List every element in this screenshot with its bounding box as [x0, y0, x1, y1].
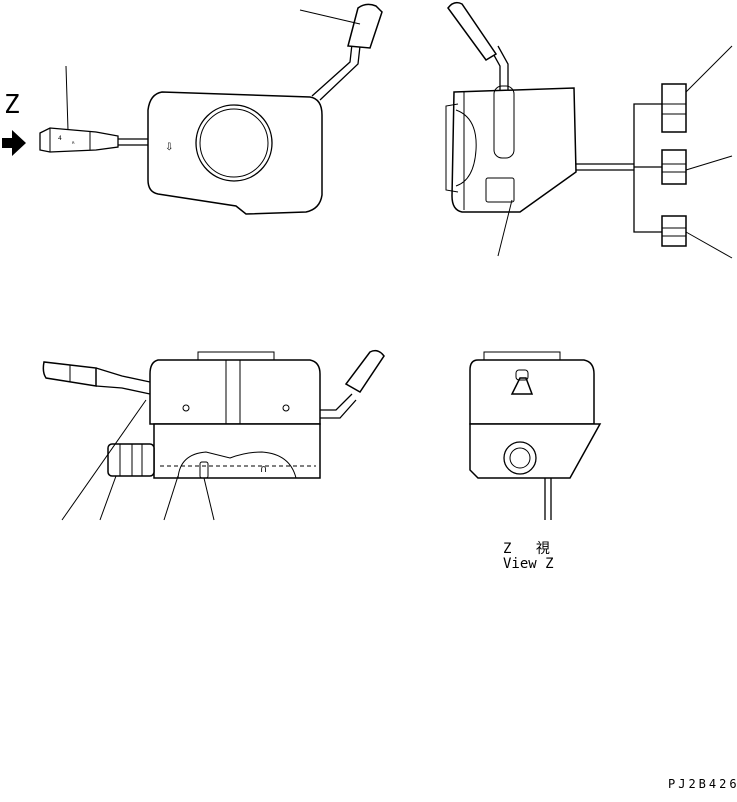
drawing-code: PJ2B426 [668, 777, 737, 791]
view-direction-arrow [2, 130, 26, 156]
switch-top-view: ∩ [42, 349, 385, 521]
svg-text:⇩: ⇩ [165, 142, 173, 153]
view-z-label-japanese: Z 視 [503, 541, 558, 557]
switch-front-view: 4 ᴿ ⇩ [2, 3, 383, 215]
svg-text:∩: ∩ [260, 464, 267, 475]
view-z-label-english: View Z [503, 556, 554, 572]
z-arrow-label: Z [4, 90, 20, 120]
switch-side-view [445, 1, 733, 259]
svg-text:4: 4 [58, 135, 62, 142]
svg-text:ᴿ: ᴿ [72, 141, 75, 148]
switch-view-z [469, 351, 602, 520]
